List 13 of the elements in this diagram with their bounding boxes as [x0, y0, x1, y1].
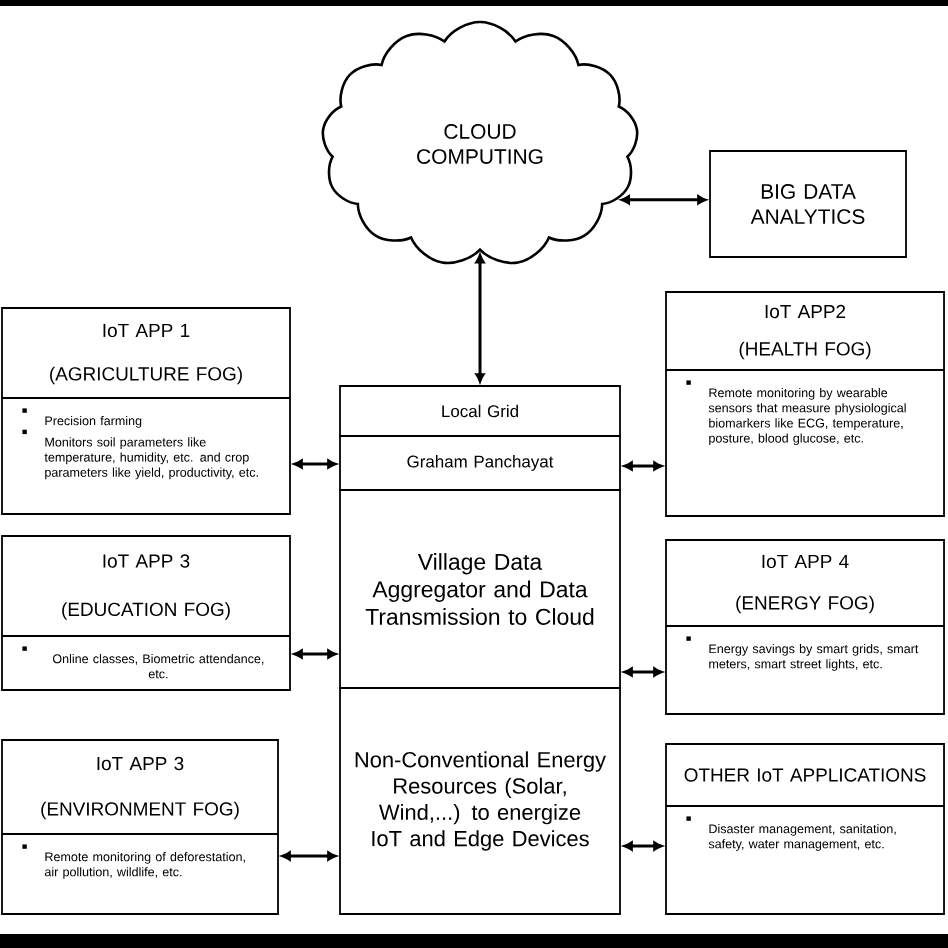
arrow — [293, 649, 337, 659]
arrow — [620, 195, 707, 205]
process-box: Non-Conventional Energy Resources (Solar, Wind,...) to energize IoT and Edge Devices — [339, 687, 621, 915]
arrow — [623, 841, 663, 851]
arrow — [281, 851, 337, 861]
process-box: Local Grid — [339, 385, 621, 437]
process-box: Graham Panchayat — [339, 435, 621, 491]
arrow — [623, 667, 663, 677]
process-box: Village Data Aggregator and Data Transmission to Cloud — [339, 489, 621, 689]
arrow — [623, 461, 663, 471]
process-box: BIG DATA ANALYTICS — [709, 150, 907, 258]
arrow — [475, 254, 485, 383]
arrow — [293, 459, 337, 469]
